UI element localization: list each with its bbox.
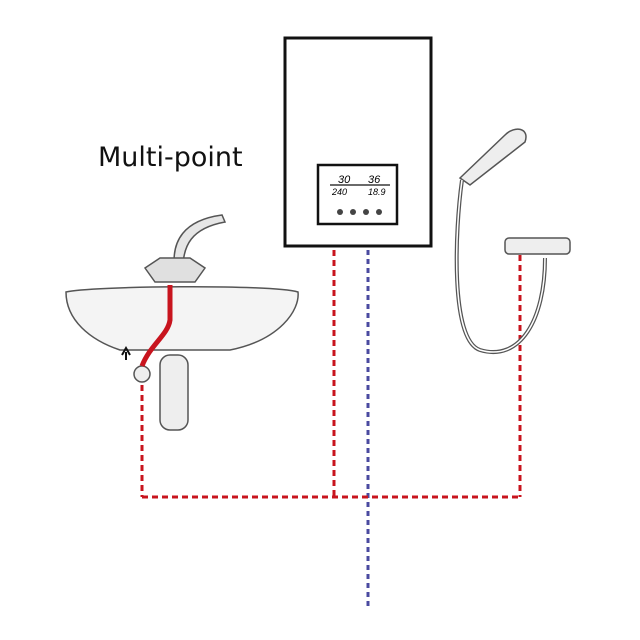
heater-display-panel <box>316 163 399 226</box>
shower <box>454 128 571 354</box>
flow-arrow-icon <box>121 345 131 360</box>
wash-basin <box>65 214 299 431</box>
display-top-right: 36 <box>368 174 381 186</box>
heater-button <box>376 209 382 215</box>
display-top-left: 30 <box>338 174 351 186</box>
basin-hot-pipe <box>139 285 173 367</box>
heater-button <box>363 209 369 215</box>
shower-mixer-valve <box>504 237 571 255</box>
heater-button <box>350 209 356 215</box>
water-heater: 30 36 240 18.9 <box>283 36 433 248</box>
display-bottom-right: 18.9 <box>368 187 386 197</box>
display-bottom-left: 240 <box>331 187 347 197</box>
hot-water-pipes <box>140 250 522 499</box>
heater-button <box>337 209 343 215</box>
diagram-title: Multi-point <box>98 142 243 173</box>
